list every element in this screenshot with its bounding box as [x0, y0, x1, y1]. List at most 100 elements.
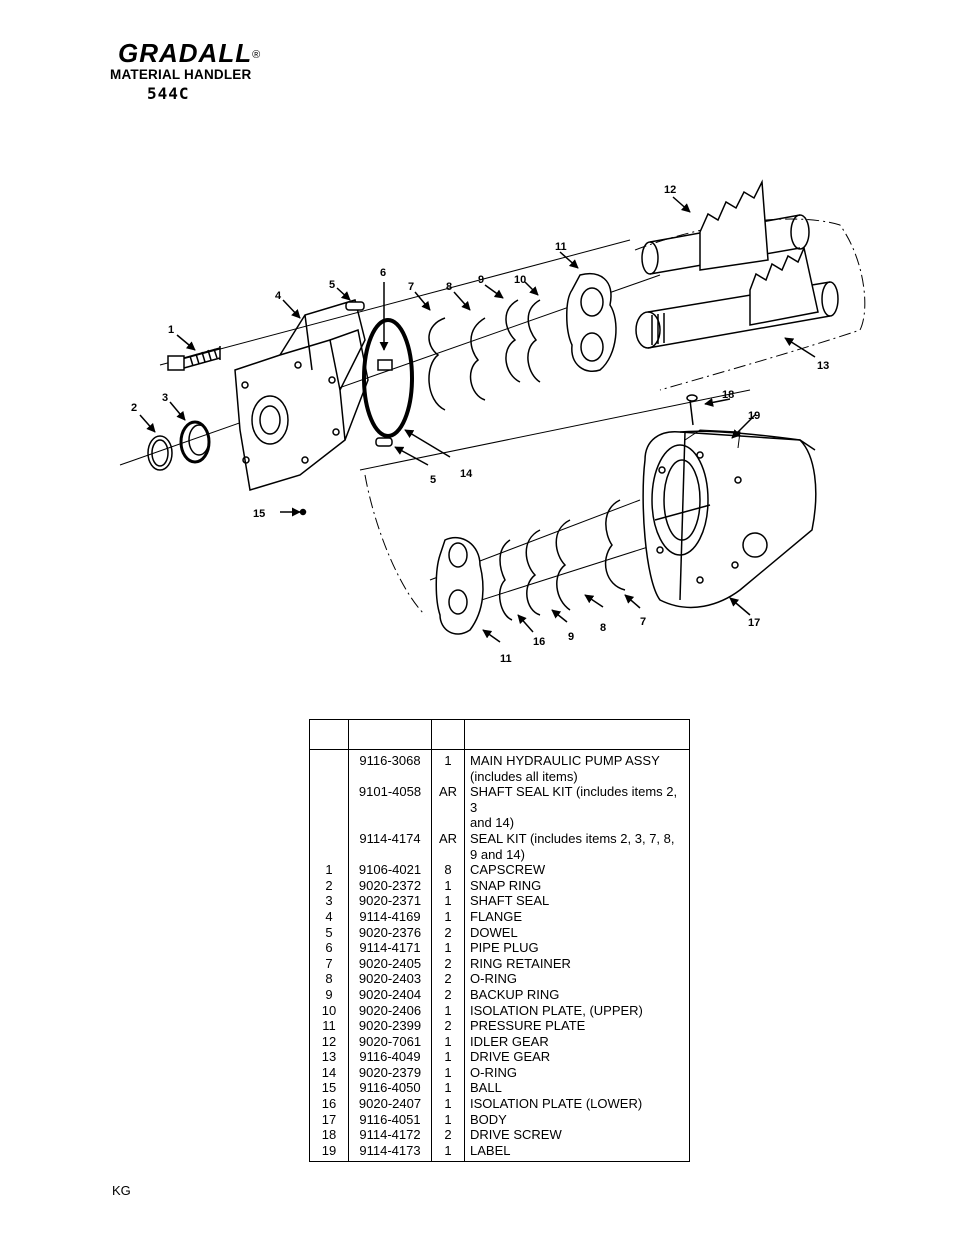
item-number-text: 5: [325, 924, 333, 940]
part-number-text: 9114-4169: [359, 908, 421, 924]
description-text: BALL: [470, 1080, 502, 1096]
description-cell: RING RETAINER: [464, 955, 690, 972]
lower-seal-rings: [498, 499, 626, 621]
quantity-cell: 2: [431, 971, 465, 987]
quantity-text: 1: [444, 1096, 452, 1112]
item-number-text: 4: [325, 908, 333, 924]
quantity-text: 2: [444, 924, 452, 940]
part-number-cell: 9114-4171: [348, 940, 432, 956]
part-number-text: 9020-2371: [358, 893, 422, 909]
part-number-text: 9106-4021: [358, 862, 422, 878]
quantity-text: 1: [444, 877, 452, 893]
item-number-cell: 13: [309, 1049, 349, 1065]
quantity-cell: 2: [431, 986, 465, 1003]
description-cell: IDLER GEAR: [464, 1033, 690, 1050]
description-text: SEAL KIT (includes items 2, 3, 7, 8,: [470, 830, 675, 846]
quantity-text: 1: [444, 1049, 452, 1065]
description-cell: BALL: [464, 1080, 690, 1097]
item-number-cell: 8: [309, 971, 349, 987]
quantity-cell: 1: [431, 893, 465, 909]
part-number-cell: 9020-2379: [348, 1064, 432, 1081]
part-number-text: 9020-2405: [358, 955, 422, 971]
description-text: IDLER GEAR: [470, 1033, 549, 1049]
callout-11a: 11: [555, 241, 567, 253]
quantity-text: 2: [444, 971, 452, 987]
description-cell: SNAP RING: [464, 877, 690, 894]
description-text: DRIVE GEAR: [470, 1049, 551, 1065]
quantity-cell: AR: [431, 830, 465, 863]
item-number-cell: 5: [309, 924, 349, 941]
item-number-cell: 16: [309, 1096, 349, 1112]
part-number-text: 9020-2407: [358, 1096, 422, 1112]
pump-body-part: [642, 430, 817, 609]
callout-16: 16: [533, 636, 545, 648]
description-text: O-RING: [470, 1064, 517, 1080]
quantity-cell: 1: [431, 940, 465, 956]
table-header-row: [309, 719, 690, 750]
item-number-text: 19: [321, 1142, 337, 1158]
part-number-cell: 9114-4174: [348, 830, 432, 863]
quantity-text: 1: [444, 753, 452, 768]
callout-15: 15: [253, 508, 265, 520]
quantity-text: 1: [444, 908, 452, 924]
part-number-text: 9114-4171: [359, 940, 421, 956]
callout-17: 17: [748, 617, 760, 629]
callout-18: 18: [722, 389, 734, 401]
part-number-text: 9020-2399: [358, 1018, 422, 1034]
item-number-cell: 17: [309, 1111, 349, 1128]
item-number-text: 7: [325, 955, 333, 971]
callout-14: 14: [460, 468, 473, 480]
part-number-cell: 9020-2403: [348, 971, 432, 987]
upper-pressure-plate: [566, 273, 617, 372]
part-number-cell: 9116-3068: [348, 749, 432, 785]
description-text: DOWEL: [470, 924, 518, 940]
part-number-text: 9020-2379: [358, 1064, 422, 1080]
item-number-text: 15: [321, 1080, 337, 1096]
part-number-cell: 9116-4051: [348, 1111, 432, 1128]
model-number: 544C: [147, 84, 190, 103]
description-text: ISOLATION PLATE, (UPPER): [470, 1002, 643, 1018]
quantity-text: 1: [444, 1080, 452, 1096]
quantity-text: 1: [444, 1111, 452, 1127]
description-cell: BODY: [464, 1111, 690, 1128]
part-number-text: 9020-2404: [358, 986, 422, 1002]
description-cell: BACKUP RING: [464, 986, 690, 1003]
callout-3: 3: [162, 392, 168, 404]
description-cell: O-RING: [464, 1064, 690, 1081]
callout-7b: 7: [640, 616, 646, 628]
quantity-cell: AR: [431, 784, 465, 831]
registered-mark: ®: [252, 49, 262, 61]
quantity-text: 1: [444, 1002, 452, 1018]
description-text: DRIVE SCREW: [470, 1127, 562, 1143]
callout-5b: 5: [430, 474, 436, 486]
quantity-text: 2: [444, 955, 452, 971]
description-cell: PIPE PLUG: [464, 940, 690, 956]
description-text: PRESSURE PLATE: [470, 1018, 586, 1034]
quantity-cell: 1: [431, 908, 465, 925]
description-text: MAIN HYDRAULIC PUMP ASSY: [470, 753, 660, 768]
callout-4: 4: [275, 290, 282, 302]
quantity-text: 1: [444, 1064, 452, 1080]
part-number-text: 9020-2406: [358, 1002, 422, 1018]
part-number-cell: 9116-4050: [348, 1080, 432, 1097]
part-number-text: 9020-2376: [358, 924, 422, 940]
part-number-cell: 9114-4169: [348, 908, 432, 925]
item-number-cell: 11: [309, 1018, 349, 1034]
description-cell: DOWEL: [464, 924, 690, 941]
assembly-outline: [364, 218, 866, 616]
part-number-text: 9116-4050: [359, 1080, 421, 1096]
callout-8b: 8: [600, 622, 606, 634]
item-number-cell: 2: [309, 877, 349, 894]
item-number-text: 16: [321, 1096, 337, 1112]
